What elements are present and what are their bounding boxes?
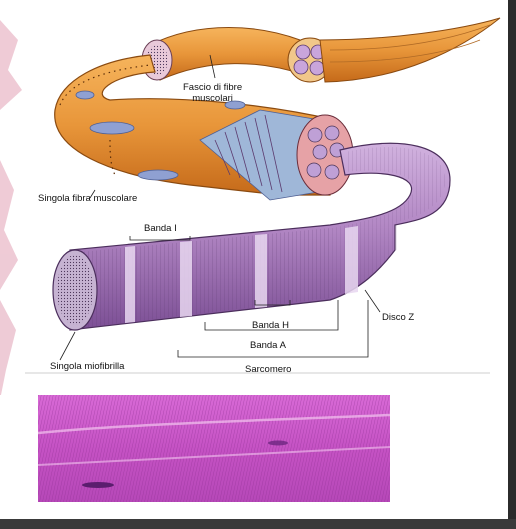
window-bottom-edge	[0, 519, 516, 529]
label-banda-a: Banda A	[250, 340, 286, 351]
side-decoration	[0, 20, 22, 395]
window-right-edge	[508, 0, 516, 529]
label-singola-fibra: Singola fibra muscolare	[38, 193, 138, 204]
histology-micrograph	[38, 395, 390, 502]
annotation-lines	[59, 54, 381, 361]
label-banda-h: Banda H	[252, 320, 289, 331]
label-disco-z: Disco Z	[382, 312, 415, 323]
label-banda-i: Banda I	[144, 223, 177, 234]
myofibril	[52, 142, 451, 331]
label-fascio: Fascio di fibre muscolari	[183, 82, 243, 104]
label-sarcomero: Sarcomero	[245, 364, 292, 375]
label-singola-miofibrilla: Singola miofibrilla	[50, 361, 125, 372]
histology-image	[38, 395, 390, 502]
fascicle-bundle	[141, 17, 501, 83]
muscle-fiber	[54, 54, 354, 201]
muscle-structure-diagram	[0, 17, 501, 395]
